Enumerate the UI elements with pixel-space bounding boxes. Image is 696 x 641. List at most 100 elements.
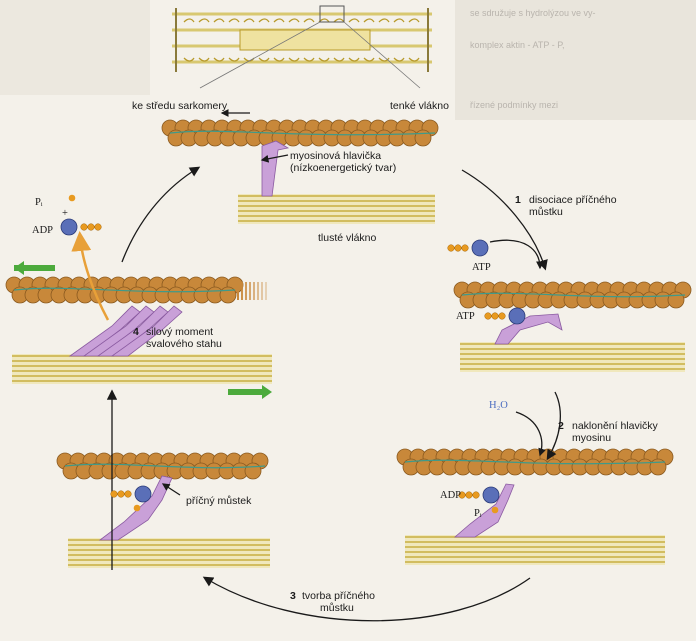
step-3-title: tvorba příčného	[302, 590, 375, 602]
sarcomere-head	[273, 18, 285, 62]
myosin-head-label: myosinová hlavička	[290, 150, 382, 162]
myosin-head-power-stroke	[110, 305, 183, 357]
myosin-head-left-bottom	[98, 475, 173, 541]
atp-binding-arrow	[489, 239, 544, 270]
toward-center-label: ke středu sarkomery	[132, 100, 228, 112]
sarcomere-head	[198, 18, 210, 62]
cross-bridge-pointer	[161, 483, 181, 496]
sarcomere-head	[228, 18, 240, 62]
zoom-box	[319, 5, 345, 23]
thin-filament-label: tenké vlákno	[390, 100, 449, 112]
sarcomere-head	[288, 18, 300, 62]
thick-filament-body	[238, 194, 435, 224]
low-energy-label: (nízkoenergetický tvar)	[290, 162, 397, 174]
phosphate-bead	[484, 312, 492, 320]
thick-filament-right-bottom	[405, 535, 665, 565]
step-3-subtitle: můstku	[320, 602, 354, 614]
sarcomere-head	[378, 18, 390, 62]
actin-bead	[244, 462, 262, 480]
phosphate-bead	[461, 244, 469, 252]
adenosine-bead	[60, 218, 78, 236]
adp-molecule-step2	[458, 486, 500, 504]
plus-label: +	[62, 208, 68, 219]
pi-label-step2: Pᵢ	[474, 508, 482, 519]
cycle-arrow-1	[461, 169, 548, 271]
thick-filament-left-bottom	[68, 538, 270, 568]
myosin-head-pointer	[260, 154, 289, 163]
sarcomere-head	[333, 18, 345, 62]
actin-filament-top	[161, 119, 439, 147]
actin-filament-left-middle	[5, 276, 244, 304]
phosphate-bead	[124, 490, 132, 498]
background-text: komplex aktin - ATP - P,	[470, 40, 565, 50]
cross-bridge-label: příčný můstek	[186, 495, 252, 507]
actin-filament-right-bottom	[396, 448, 674, 476]
sarcomere-head	[363, 18, 375, 62]
background-text: řízené podmínky mezi	[470, 100, 559, 110]
adenosine-bead	[134, 485, 152, 503]
myosin-head-right-bottom	[453, 483, 515, 538]
thick-filament-top	[238, 194, 435, 224]
thick-movement-arrowhead	[262, 385, 272, 399]
phosphate-bead	[498, 312, 506, 320]
adp-molecule-step4	[60, 218, 102, 236]
myosin-head-top	[261, 140, 290, 197]
phosphate-bead	[454, 244, 462, 252]
atp-label-bound: ATP	[456, 311, 475, 322]
step-4-title: silový moment	[146, 326, 214, 338]
cycle-arrow-3	[202, 576, 531, 622]
sarcomere-head	[348, 18, 360, 62]
tropomyosin	[169, 130, 436, 136]
phosphate-bead	[465, 491, 473, 499]
tropomyosin	[13, 287, 236, 293]
pi-phosphate-step3	[133, 504, 141, 512]
thick-filament-label: tlusté vlákno	[318, 232, 377, 244]
phosphate-release-arrow	[71, 231, 110, 321]
adp-molecule-step3	[110, 485, 152, 503]
phosphate-bead	[94, 223, 102, 231]
background-panel	[455, 0, 696, 120]
cycle-arrow-2	[546, 391, 561, 461]
background-text: se sdružuje s hydrolýzou ve vy-	[470, 8, 596, 18]
phosphate-bead	[472, 491, 480, 499]
actin-filament-left-bottom	[56, 452, 269, 480]
cycle-arrow-5	[121, 166, 201, 263]
phosphate-bead	[458, 491, 466, 499]
phosphate-bead	[117, 490, 125, 498]
thick-filament-left-middle	[12, 354, 272, 384]
sarcomere-head	[183, 18, 195, 62]
pi-phosphate-step2	[491, 506, 499, 514]
tropomyosin	[461, 292, 686, 298]
step-4-subtitle: svalového stahu	[146, 338, 222, 350]
actin-movement-arrowhead	[14, 261, 24, 275]
thick-filament-body	[12, 354, 272, 384]
tropomyosin	[404, 459, 666, 465]
thick-filament-body	[405, 535, 665, 565]
adp-label-step2: ADP	[440, 490, 462, 501]
water-arrow	[515, 411, 546, 457]
atp-molecule-free	[447, 239, 489, 257]
tropomyosin	[64, 463, 266, 469]
sarcomere-head	[213, 18, 225, 62]
step-4-number: 4	[133, 326, 139, 338]
water-label: H₂O	[489, 400, 508, 411]
actin-bead	[649, 458, 667, 476]
adenosine-bead	[508, 307, 526, 325]
thick-filament-body	[68, 538, 270, 568]
adenosine-bead	[471, 239, 489, 257]
step-3-number: 3	[290, 590, 296, 602]
phosphate-bead	[87, 223, 95, 231]
actin-bead	[667, 291, 685, 309]
pi-label-step4: Pᵢ	[35, 197, 43, 208]
sarcomere-head	[258, 18, 270, 62]
step-2-subtitle: myosinu	[572, 432, 612, 444]
atp-molecule-bound	[484, 307, 526, 325]
step-1-title: disociace příčného	[529, 194, 617, 206]
step-2-number: 2	[558, 420, 564, 432]
pi-phosphate-step4	[68, 194, 76, 202]
thick-filament-right-top	[460, 342, 685, 372]
step-1-subtitle: můstku	[529, 206, 563, 218]
sarcomere-thick-filament	[239, 29, 371, 51]
